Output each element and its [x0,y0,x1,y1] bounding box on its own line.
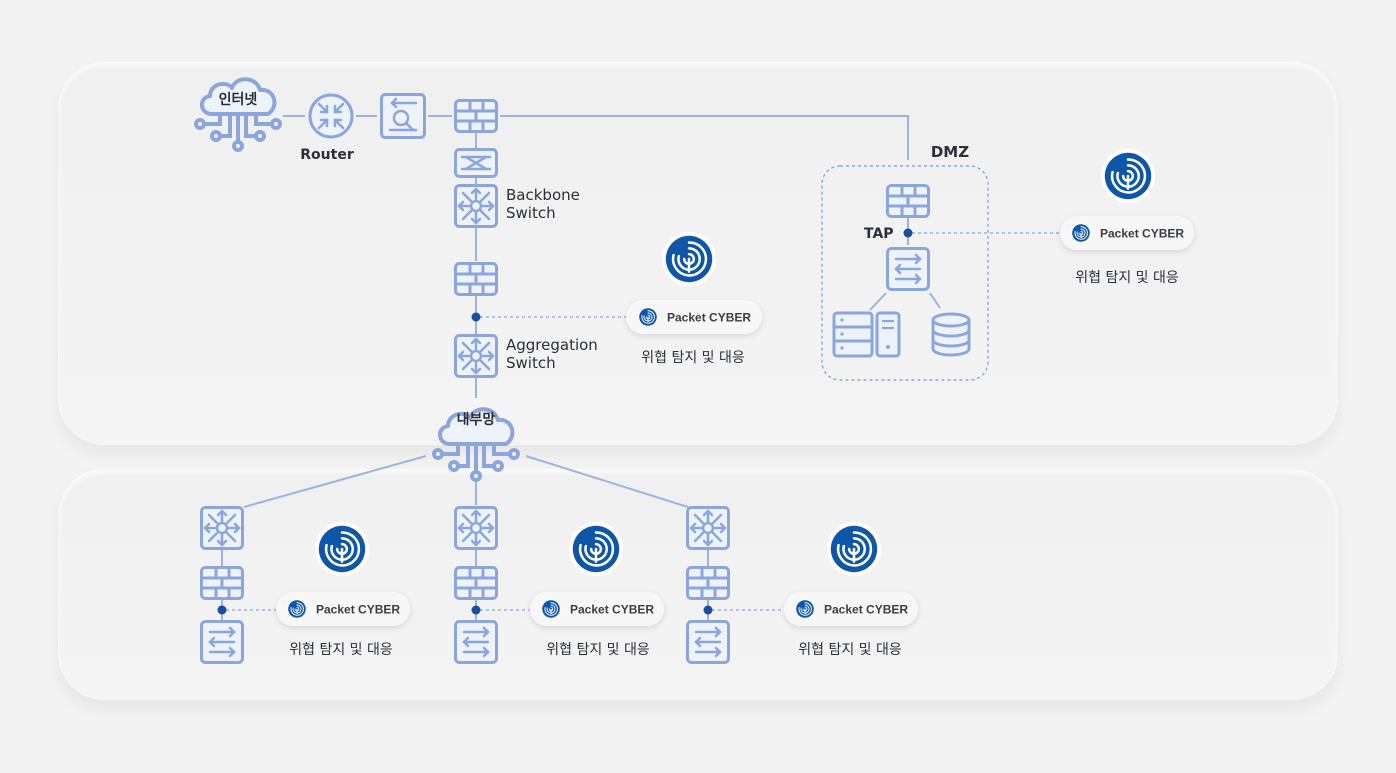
firewall-icon [456,568,497,599]
segment-switch-icon [202,508,243,549]
packet-cyber-small-icon [541,599,562,620]
l2-switch-icon [688,622,729,663]
packet-cyber-logo-icon [827,522,881,576]
packet-cyber-badge: Packet CYBER 위협 탐지 및 대응 [784,522,918,658]
tap-label: TAP [864,226,894,242]
product-name: Packet CYBER [667,311,751,325]
aggregation-label-1: Aggregation [506,336,598,354]
firewall-icon [456,264,497,295]
firewall-icon [202,568,243,599]
product-caption: 위협 탐지 및 대응 [1075,270,1179,286]
packet-cyber-small-icon [1071,223,1092,244]
product-caption: 위협 탐지 및 대응 [546,642,650,658]
product-name: Packet CYBER [1100,227,1184,241]
product-caption: 위협 탐지 및 대응 [289,642,393,658]
aggregation-switch-icon [456,336,497,377]
packet-cyber-badge: Packet CYBER 위협 탐지 및 대응 [276,522,410,658]
firewall-icon [456,101,497,132]
product-caption: 위협 탐지 및 대응 [798,642,902,658]
packet-cyber-small-icon [795,599,816,620]
packet-cyber-small-icon [638,307,659,328]
firewall-icon [888,186,929,217]
internet-label: 인터넷 [219,91,258,108]
backbone-switch-icon [456,186,497,227]
router-label: Router [300,147,354,163]
product-caption: 위협 탐지 및 대응 [641,350,745,366]
internet-cloud-icon [196,79,280,150]
l2-switch-icon [456,622,497,663]
backbone-label-2: Switch [506,204,556,222]
database-icon [933,314,969,355]
packet-cyber-badge: Packet CYBER 위협 탐지 및 대응 [530,522,664,658]
packet-cyber-logo-icon [1101,149,1155,203]
segment-switch-icon [688,508,729,549]
firewall-icon [688,568,729,599]
packet-cyber-logo-icon [315,522,369,576]
product-name: Packet CYBER [824,603,908,617]
packet-cyber-small-icon [287,599,308,620]
packet-cyber-logo-icon [662,232,716,286]
internal-network-label: 내부망 [457,411,496,428]
packet-cyber-logo-icon [569,522,623,576]
router-icon [310,95,352,137]
product-name: Packet CYBER [316,603,400,617]
dmz-label: DMZ [931,143,969,161]
packet-cyber-badge: Packet CYBER 위협 탐지 및 대응 [626,232,762,366]
aggregation-label-2: Switch [506,354,556,372]
segment-switch-icon [456,508,497,549]
ips-icon [382,95,425,138]
load-balancer-icon [456,150,497,177]
server-icon [834,313,899,356]
product-name: Packet CYBER [570,603,654,617]
l2-switch-icon [888,249,929,290]
l2-switch-icon [202,622,243,663]
backbone-label-1: Backbone [506,186,580,204]
packet-cyber-badge: Packet CYBER 위협 탐지 및 대응 [1060,149,1194,286]
